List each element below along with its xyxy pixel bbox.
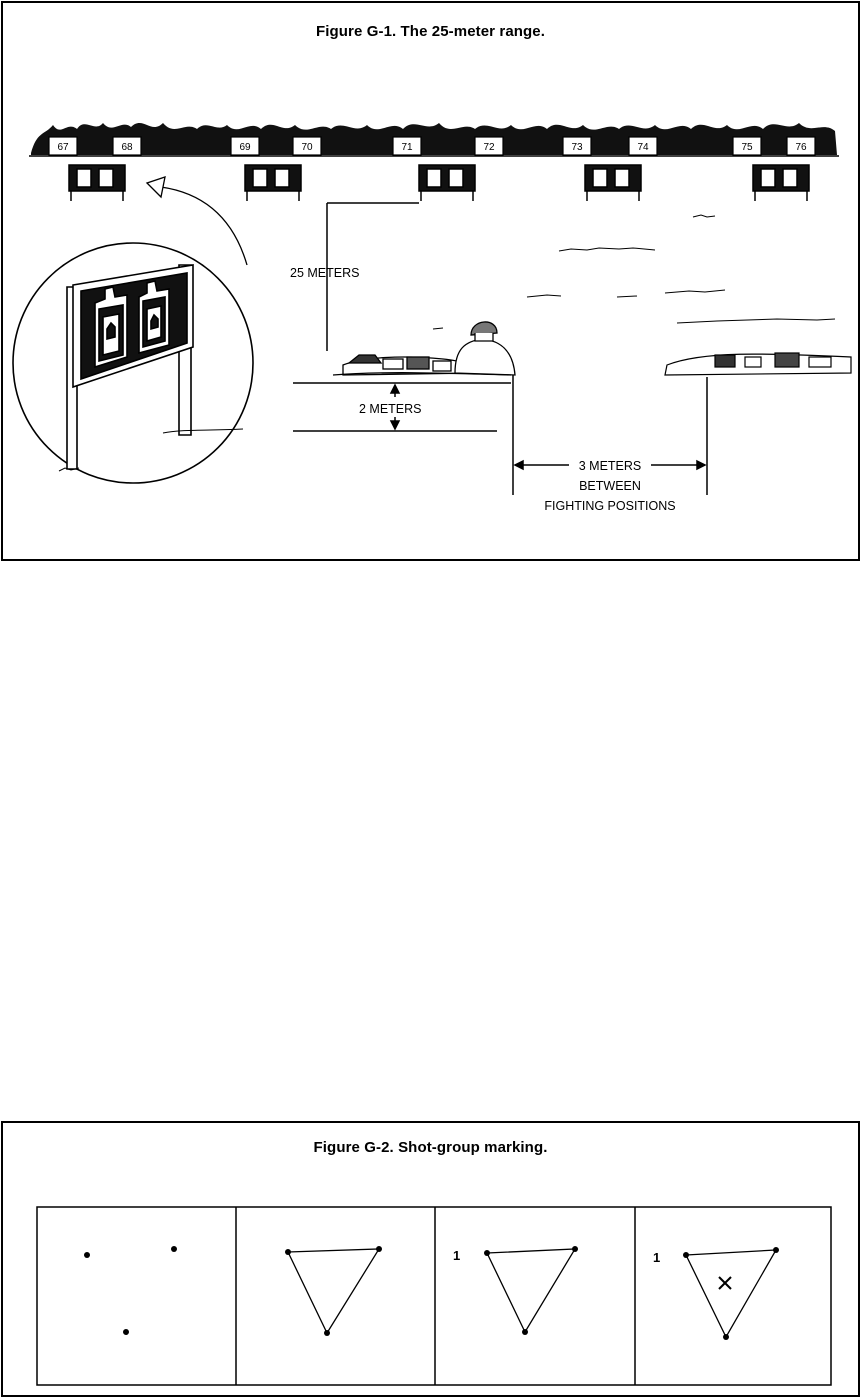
target-frame	[244, 164, 302, 201]
range-illustration: 67 68 69 70 71 72	[12, 123, 852, 513]
target-frame	[752, 164, 810, 201]
target-number-74: 74	[637, 142, 649, 153]
shot-hole	[123, 1329, 129, 1335]
panel-triangle	[285, 1246, 382, 1336]
number-board-72: 72	[474, 136, 504, 156]
magnified-target-inset	[12, 242, 254, 484]
target-frame	[584, 164, 642, 201]
soldier-body	[454, 338, 516, 376]
number-board-70: 70	[292, 136, 322, 156]
panel-shots	[84, 1246, 177, 1335]
shot-group-number: 1	[653, 1250, 660, 1265]
panel-triangle-with-center: 1	[653, 1247, 779, 1340]
number-board-68: 68	[112, 136, 142, 156]
figure-g2-caption: Figure G-2. Shot-group marking.	[313, 1139, 548, 1156]
target-number-boards: 67 68 69 70 71 72	[48, 136, 816, 156]
target-number-75: 75	[741, 142, 753, 153]
distance-markers	[293, 202, 708, 495]
target-number-69: 69	[239, 142, 251, 153]
tree-line	[31, 123, 837, 155]
target-number-67: 67	[57, 142, 69, 153]
soldier-helmet	[470, 321, 498, 336]
number-board-67: 67	[48, 136, 78, 156]
center-x-mark	[718, 1276, 732, 1290]
target-frame	[68, 164, 126, 201]
figure-g1-frame: Figure G-1. The 25-meter range. 67 68 69…	[1, 1, 860, 561]
target-number-68: 68	[121, 142, 133, 153]
target-frames	[68, 164, 810, 201]
panel-numbered-triangle: 1	[453, 1246, 578, 1335]
shot-hole	[84, 1252, 90, 1258]
number-board-73: 73	[562, 136, 592, 156]
shot-group-number: 1	[453, 1248, 460, 1263]
pointer-arrow	[145, 176, 248, 266]
number-board-75: 75	[732, 136, 762, 156]
shot-group-triangle	[684, 1249, 778, 1339]
number-board-69: 69	[230, 136, 260, 156]
label-25-meters: 25 METERS	[290, 266, 359, 280]
target-number-72: 72	[483, 142, 495, 153]
right-fighting-position	[664, 352, 852, 376]
label-3-meters: 3 METERS	[579, 459, 642, 473]
shot-hole	[171, 1246, 177, 1252]
target-number-70: 70	[301, 142, 313, 153]
field-grass	[432, 214, 836, 330]
label-2-meters: 2 METERS	[359, 402, 422, 416]
figure-g1-caption: Figure G-1. The 25-meter range.	[316, 23, 545, 40]
number-board-71: 71	[392, 136, 422, 156]
label-between: BETWEEN	[579, 479, 641, 493]
target-number-73: 73	[571, 142, 583, 153]
shot-group-triangle	[485, 1248, 577, 1334]
target-number-71: 71	[401, 142, 413, 153]
target-number-76: 76	[795, 142, 807, 153]
shot-group-triangle	[286, 1248, 381, 1335]
number-board-76: 76	[786, 136, 816, 156]
target-frame	[418, 164, 476, 201]
panels-outer-border	[36, 1206, 832, 1386]
figure-g2-frame: Figure G-2. Shot-group marking. 1	[1, 1121, 860, 1397]
soldier-fighting-position	[332, 321, 516, 376]
label-fighting-positions: FIGHTING POSITIONS	[544, 499, 675, 513]
shot-group-panels: 1 1	[36, 1206, 832, 1386]
number-board-74: 74	[628, 136, 658, 156]
